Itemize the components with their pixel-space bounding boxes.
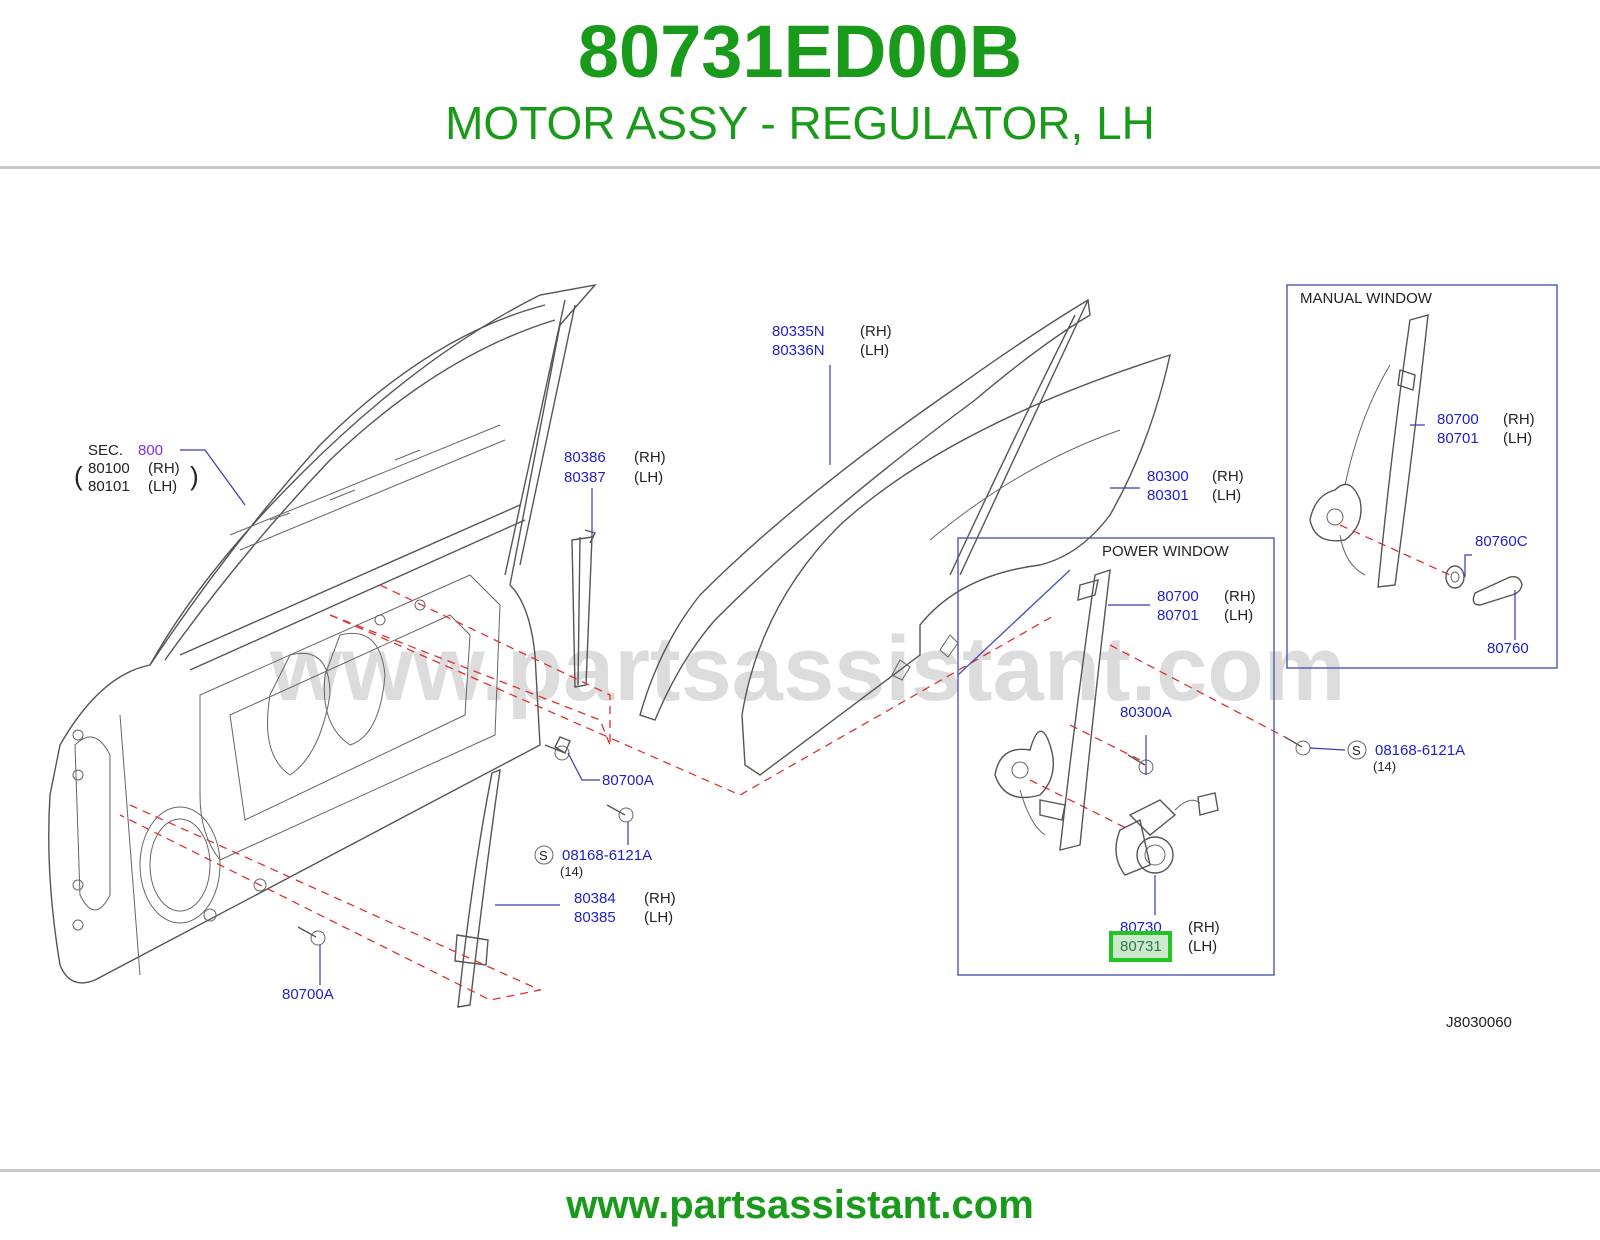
door-lh-side: (LH) [148, 478, 177, 495]
glass-run-illustration [639, 298, 1091, 721]
bolt-lower-code[interactable]: 80700A [282, 986, 334, 1003]
power-reg-lh-side: (LH) [1224, 607, 1253, 624]
door-lh-code: 80101 [88, 478, 130, 495]
rear-sash-rh-side: (RH) [644, 890, 676, 907]
bolt-icon-lower [297, 926, 326, 946]
manual-window-box [1286, 284, 1558, 669]
screw-mid-prefix: S [539, 848, 548, 863]
screw-mid-code[interactable]: 08168-6121A [562, 847, 652, 864]
run-rh-code[interactable]: 80335N [772, 323, 825, 340]
motor-rh-side: (RH) [1188, 919, 1220, 936]
leader-lines [180, 365, 1516, 985]
footer-url-link[interactable]: www.partsassistant.com [566, 1183, 1034, 1227]
glass-rh-side: (RH) [1212, 468, 1244, 485]
door-panel-illustration [48, 283, 597, 984]
bolt-icon-right [1284, 736, 1311, 756]
rear-sash-lh-side: (LH) [644, 909, 673, 926]
sec-number-label: 800 [138, 442, 163, 459]
rear-sash-lh-code[interactable]: 80385 [574, 909, 616, 926]
manual-reg-rh-code[interactable]: 80700 [1437, 411, 1479, 428]
bolt-icon-glass [1127, 754, 1154, 775]
power-regulator-illustration [994, 568, 1111, 851]
sash-rh-side: (RH) [634, 449, 666, 466]
front-sash-illustration [571, 529, 596, 688]
drawing-code: J8030060 [1446, 1014, 1512, 1031]
parts-diagram-svg: www.partsassistant.com [48, 283, 1558, 1031]
power-window-label: POWER WINDOW [1102, 543, 1229, 560]
run-rh-side: (RH) [860, 323, 892, 340]
manual-regulator-illustration [1309, 314, 1429, 588]
bracket-right: ) [190, 461, 199, 491]
handle-washer-icon [1445, 565, 1465, 589]
glass-lh-code[interactable]: 80301 [1147, 487, 1189, 504]
screw-mid-s-circle [534, 845, 554, 865]
bracket-left: ( [74, 461, 83, 491]
window-motor-illustration [1115, 792, 1219, 876]
header-divider [0, 166, 1600, 169]
manual-reg-lh-side: (LH) [1503, 430, 1532, 447]
motor-lh-side: (LH) [1188, 938, 1217, 955]
run-lh-side: (LH) [860, 342, 889, 359]
window-handle-icon [1472, 575, 1523, 606]
bolt-icon-middle [606, 804, 634, 823]
bolt-upper-code[interactable]: 80700A [602, 772, 654, 789]
power-reg-rh-code[interactable]: 80700 [1157, 588, 1199, 605]
sash-lh-code[interactable]: 80387 [564, 469, 606, 486]
glass-rh-code[interactable]: 80300 [1147, 468, 1189, 485]
footer-divider [0, 1169, 1600, 1172]
rear-sash-illustration [454, 768, 501, 1008]
motor-lh-highlight [1109, 931, 1172, 962]
glass-lh-side: (LH) [1212, 487, 1241, 504]
screw-right-s-circle [1347, 740, 1367, 760]
part-number-title: 80731ED00B [577, 10, 1023, 93]
sec-label: SEC. [88, 442, 123, 459]
power-reg-lh-code[interactable]: 80701 [1157, 607, 1199, 624]
run-lh-code[interactable]: 80336N [772, 342, 825, 359]
screw-mid-qty: (14) [560, 864, 583, 879]
manual-reg-rh-side: (RH) [1503, 411, 1535, 428]
power-reg-rh-side: (RH) [1224, 588, 1256, 605]
screw-right-prefix: S [1352, 743, 1361, 758]
sash-lh-side: (LH) [634, 469, 663, 486]
handle-washer-code[interactable]: 80760C [1475, 533, 1528, 550]
door-rh-code: 80100 [88, 460, 130, 477]
door-rh-side: (RH) [148, 460, 180, 477]
motor-lh-code[interactable]: 80731 [1120, 938, 1162, 955]
bolt-icon-upper [544, 736, 571, 761]
screw-right-qty: (14) [1373, 759, 1396, 774]
manual-reg-lh-code[interactable]: 80701 [1437, 430, 1479, 447]
handle-code[interactable]: 80760 [1487, 640, 1529, 657]
screw-right-code[interactable]: 08168-6121A [1375, 742, 1465, 759]
rear-sash-rh-code[interactable]: 80384 [574, 890, 616, 907]
alignment-dashed-lines [119, 524, 1451, 1001]
part-name-subtitle: MOTOR ASSY - REGULATOR, LH [445, 97, 1155, 149]
watermark-text: www.partsassistant.com [269, 618, 1345, 720]
bolt-glass-code[interactable]: 80300A [1120, 704, 1172, 721]
power-window-pointer [957, 569, 1071, 676]
sash-rh-code[interactable]: 80386 [564, 449, 606, 466]
manual-window-label: MANUAL WINDOW [1300, 290, 1433, 307]
power-window-box [957, 537, 1275, 976]
parts-diagram: www.partsassistant.com [0, 275, 1600, 1075]
